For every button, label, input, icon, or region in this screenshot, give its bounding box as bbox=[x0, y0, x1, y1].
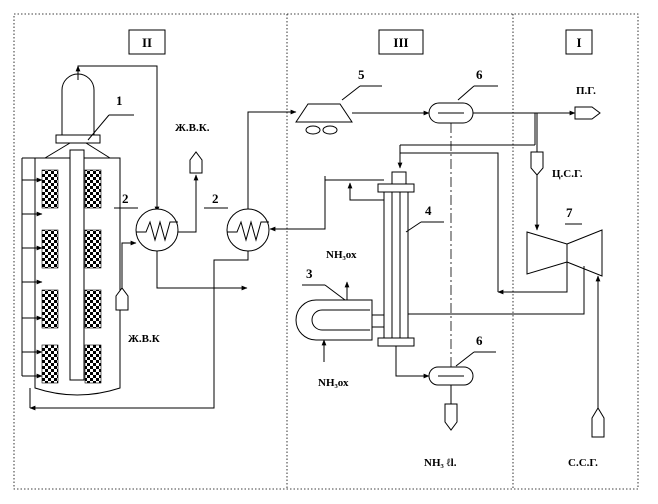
label-number-exchanger-a: 2 bbox=[122, 191, 129, 206]
circulation-compressor bbox=[526, 229, 603, 277]
heat-exchanger-b bbox=[226, 208, 270, 252]
product-tag bbox=[444, 403, 458, 431]
label-number-circulation-compressor: 7 bbox=[566, 205, 573, 220]
compressor-unit bbox=[295, 103, 353, 135]
label-number-compressor-unit: 5 bbox=[358, 67, 365, 82]
zone-label-middle: III bbox=[378, 29, 424, 55]
diagram-frame bbox=[13, 13, 639, 490]
label-number-condenser: 3 bbox=[306, 266, 313, 281]
label-fresh-gas: С.С.Г. bbox=[568, 457, 598, 469]
fresh-gas-tag bbox=[591, 407, 605, 438]
separator-top bbox=[428, 102, 474, 124]
label-purge-gas: П.Г. bbox=[576, 85, 596, 97]
svg-text:II: II bbox=[142, 35, 152, 50]
label-product: NH₃ ℓl. bbox=[424, 457, 457, 469]
separator-bottom bbox=[428, 366, 474, 386]
ammonia-condenser bbox=[295, 299, 385, 341]
label-coolant-in: NH₃ох bbox=[318, 377, 349, 389]
quench-lines bbox=[21, 157, 43, 379]
zone-label-right: I bbox=[565, 29, 593, 55]
zone-label-left: II bbox=[128, 29, 166, 55]
label-circ-gas: Ц.С.Г. bbox=[552, 168, 583, 180]
svg-text:I: I bbox=[576, 35, 581, 50]
purge-gas-tag bbox=[574, 106, 601, 120]
heat-exchanger-a bbox=[135, 208, 179, 252]
label-coolant-out: NH₃ох bbox=[326, 249, 357, 261]
label-number-separator-top: 6 bbox=[476, 67, 483, 82]
water-in-tag bbox=[115, 287, 129, 311]
label-water-out: Ж.В.К. bbox=[175, 122, 210, 134]
svg-text:III: III bbox=[393, 35, 408, 50]
water-out-tag bbox=[189, 151, 203, 174]
circ-gas-tag bbox=[530, 151, 544, 176]
label-water-in: Ж.В.К bbox=[128, 333, 160, 345]
synthesis-converter bbox=[34, 73, 121, 396]
label-number-exchanger-b: 2 bbox=[212, 191, 219, 206]
label-number-converter: 1 bbox=[116, 93, 123, 108]
label-number-column: 4 bbox=[425, 203, 432, 218]
condensation-column bbox=[377, 171, 415, 347]
label-number-separator-bottom: 6 bbox=[476, 333, 483, 348]
